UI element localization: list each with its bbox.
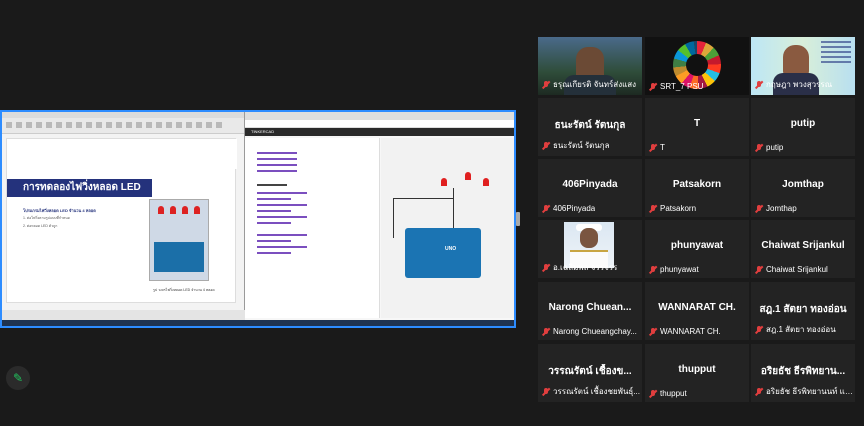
shared-screen[interactable]: การทดลองไฟวิ่งหลอด LED โปรแกรมไฟวิ่งหลอด… [0,110,516,328]
mic-muted-icon [542,263,550,272]
mic-muted-icon [649,265,657,274]
participant-tile[interactable]: ธนะรัตน์ รัตนกุล ธนะรัตน์ รัตนกุล [538,98,642,156]
participant-tile[interactable]: Chaiwat Srijankul Chaiwat Srijankul [751,220,855,278]
participant-tile[interactable]: วรรณรัตน์ เชื้องข... วรรณรัตน์ เชื้องชยพ… [538,344,642,402]
participant-tile[interactable]: WANNARAT CH. WANNARAT CH. [645,282,749,340]
pdf-toolbar [2,112,244,134]
mic-muted-icon [649,389,657,398]
annotate-pencil-button[interactable]: ✎ [6,366,30,390]
participant-tile[interactable]: อ.เฉลิมพล จรรจรร [538,220,642,278]
participant-tile[interactable]: phunyawat phunyawat [645,220,749,278]
mic-muted-icon [755,325,763,334]
code-editor [245,138,380,318]
participant-tile[interactable]: ธรุณเกียรติ จันทร์ส่งแสง [538,37,642,95]
circuit-canvas[interactable]: UNO [381,138,514,318]
taskbar [2,320,514,326]
presentation-slide: การทดลองไฟวิ่งหลอด LED โปรแกรมไฟวิ่งหลอด… [6,138,237,303]
mic-muted-icon [542,387,550,396]
mic-muted-icon [755,143,763,152]
slide-step-1: 1. ต่อไฟวิ่งตามรูปแบบที่กำหนด [23,216,70,220]
slide-caption: รูป วงจรไฟวิ่งหลอด LED จำนวน 4 หลอด [153,288,215,292]
circuit-image [149,199,209,281]
mic-muted-icon [649,143,657,152]
participant-tile[interactable]: Patsakorn Patsakorn [645,159,749,217]
mic-muted-icon [649,204,657,213]
mic-muted-icon [542,327,550,336]
participant-tile[interactable]: 406Pinyada 406Pinyada [538,159,642,217]
resize-handle[interactable] [516,212,520,226]
mic-muted-icon [755,387,763,396]
slide-subtitle: โปรแกรมไฟวิ่งหลอด LED จำนวน 4 หลอด [23,208,96,213]
arduino-uno: UNO [405,228,481,278]
mic-muted-icon [542,80,550,89]
mic-muted-icon [755,204,763,213]
pdf-viewer-pane: การทดลองไฟวิ่งหลอด LED โปรแกรมไฟวิ่งหลอด… [2,112,245,326]
mic-muted-icon [649,82,657,91]
participant-tile[interactable]: T T [645,98,749,156]
participant-tile[interactable]: SRT_7 PSU [645,37,749,95]
participant-tile[interactable]: Narong Chuean... Narong Chueangchay... [538,282,642,340]
participant-tile[interactable]: Jomthap Jomthap [751,159,855,217]
mic-muted-icon [542,141,550,150]
participant-tile-active-speaker[interactable]: กฤษฎา พวงสุวรรณ [751,37,855,95]
sdg-wheel-icon [673,41,721,89]
pencil-icon: ✎ [13,371,24,385]
mic-muted-icon [755,80,763,89]
mic-muted-icon [755,265,763,274]
participant-tile[interactable]: thupput thupput [645,344,749,402]
mic-muted-icon [542,204,550,213]
tinkercad-header: TINKERCAD [245,128,514,136]
slide-title: การทดลองไฟวิ่งหลอด LED [7,179,152,197]
tinkercad-pane: TINKERCAD [245,112,514,326]
slide-step-2: 2. ต่อหลอด LED ตัวถูก [23,224,58,228]
participant-tile[interactable]: สฎ.1 สัตยา ทองอ่อน สฎ.1 สัตยา ทองอ่อน [751,282,855,340]
mic-muted-icon [649,327,657,336]
participant-tile[interactable]: putip putip [751,98,855,156]
profile-photo [564,222,614,268]
participant-tile[interactable]: อริยธัช ธีรพิทยาน... อริยธัช ธีรพิทยานนท… [751,344,855,402]
